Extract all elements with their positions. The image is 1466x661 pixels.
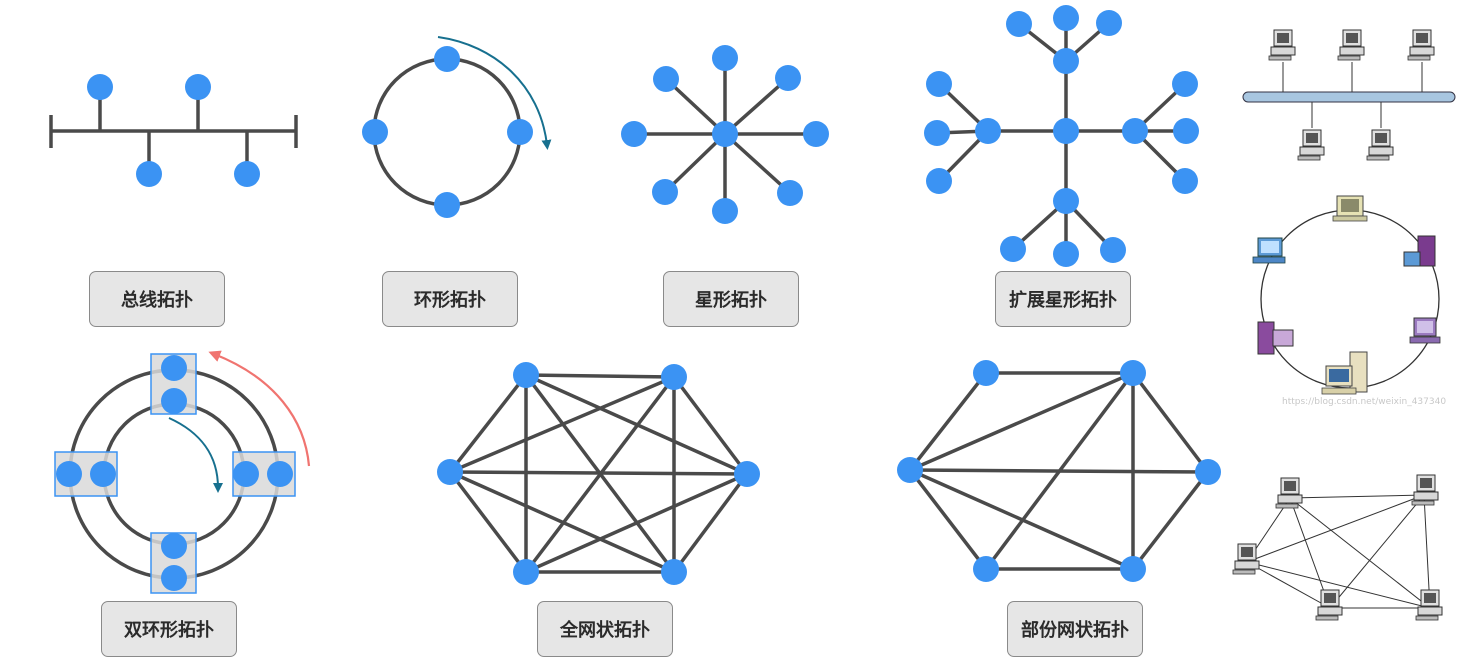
node <box>777 180 803 206</box>
node <box>185 74 211 100</box>
label-star-topology: 星形拓扑 <box>663 271 799 327</box>
label-bus-topology: 总线拓扑 <box>89 271 225 327</box>
hub-node <box>1053 48 1079 74</box>
ring-topology <box>362 36 552 218</box>
node <box>161 533 187 559</box>
ring-network-illustration <box>1252 195 1441 395</box>
node <box>267 461 293 487</box>
node <box>897 457 923 483</box>
node <box>924 120 950 146</box>
node <box>712 45 738 71</box>
node <box>926 71 952 97</box>
partial-mesh-topology <box>897 360 1221 582</box>
server-tower-icon <box>1257 321 1294 355</box>
ring-link <box>372 57 522 207</box>
extended-star-topology <box>924 5 1199 267</box>
hub-node <box>712 121 738 147</box>
outer-direction-arrow <box>208 350 311 467</box>
dual-ring-topology <box>54 350 311 594</box>
node <box>652 179 678 205</box>
computer-icon <box>1252 237 1286 264</box>
node <box>1006 11 1032 37</box>
node <box>434 192 460 218</box>
node <box>661 559 687 585</box>
mesh-network-illustration <box>1226 462 1460 627</box>
hub-node <box>1053 118 1079 144</box>
computer-icon <box>1407 29 1435 61</box>
computer-icon <box>1321 351 1368 395</box>
node <box>513 559 539 585</box>
full-mesh-topology <box>437 362 760 585</box>
node <box>661 364 687 390</box>
inner-ring <box>102 402 246 546</box>
node <box>434 46 460 72</box>
label-partial-mesh-topology: 部份网状拓扑 <box>1007 601 1143 657</box>
node <box>161 388 187 414</box>
bus-topology <box>49 87 298 174</box>
node <box>513 362 539 388</box>
hub-node <box>1053 188 1079 214</box>
star-topology <box>621 45 829 224</box>
node <box>775 65 801 91</box>
watermark: https://blog.csdn.net/weixin_437340 <box>1282 397 1447 407</box>
node <box>973 556 999 582</box>
label-extended-star-topology: 扩展星形拓扑 <box>995 271 1131 327</box>
label-full-mesh-topology: 全网状拓扑 <box>537 601 673 657</box>
node <box>90 461 116 487</box>
bus-cable <box>1242 91 1456 103</box>
server-tower-icon <box>1403 235 1436 267</box>
label-ring-topology: 环形拓扑 <box>382 271 518 327</box>
node <box>973 360 999 386</box>
node <box>1053 5 1079 31</box>
hub-node <box>1122 118 1148 144</box>
node <box>437 459 463 485</box>
node <box>1195 459 1221 485</box>
node <box>1120 360 1146 386</box>
node <box>653 66 679 92</box>
node <box>1172 168 1198 194</box>
computer-icon <box>1268 29 1296 61</box>
node <box>362 119 388 145</box>
node <box>1000 236 1026 262</box>
node <box>87 74 113 100</box>
node <box>1053 241 1079 267</box>
node <box>1172 71 1198 97</box>
label-dual-ring-topology: 双环形拓扑 <box>101 601 237 657</box>
node <box>1173 118 1199 144</box>
node <box>1096 10 1122 36</box>
node <box>926 168 952 194</box>
node <box>161 355 187 381</box>
computer-icon <box>1332 195 1368 222</box>
hub-node <box>975 118 1001 144</box>
node <box>712 198 738 224</box>
node <box>234 161 260 187</box>
node <box>1100 237 1126 263</box>
computer-icon <box>1366 129 1394 161</box>
node <box>621 121 647 147</box>
node <box>233 461 259 487</box>
inner-direction-arrow <box>168 417 223 493</box>
bus-network-illustration <box>1242 29 1456 161</box>
computer-icon <box>1297 129 1325 161</box>
node <box>734 461 760 487</box>
node <box>1120 556 1146 582</box>
computer-icon <box>1337 29 1365 61</box>
node <box>136 161 162 187</box>
computer-icon <box>1409 317 1441 344</box>
node <box>507 119 533 145</box>
node <box>161 565 187 591</box>
direction-arrow <box>437 36 552 150</box>
node <box>56 461 82 487</box>
node <box>803 121 829 147</box>
